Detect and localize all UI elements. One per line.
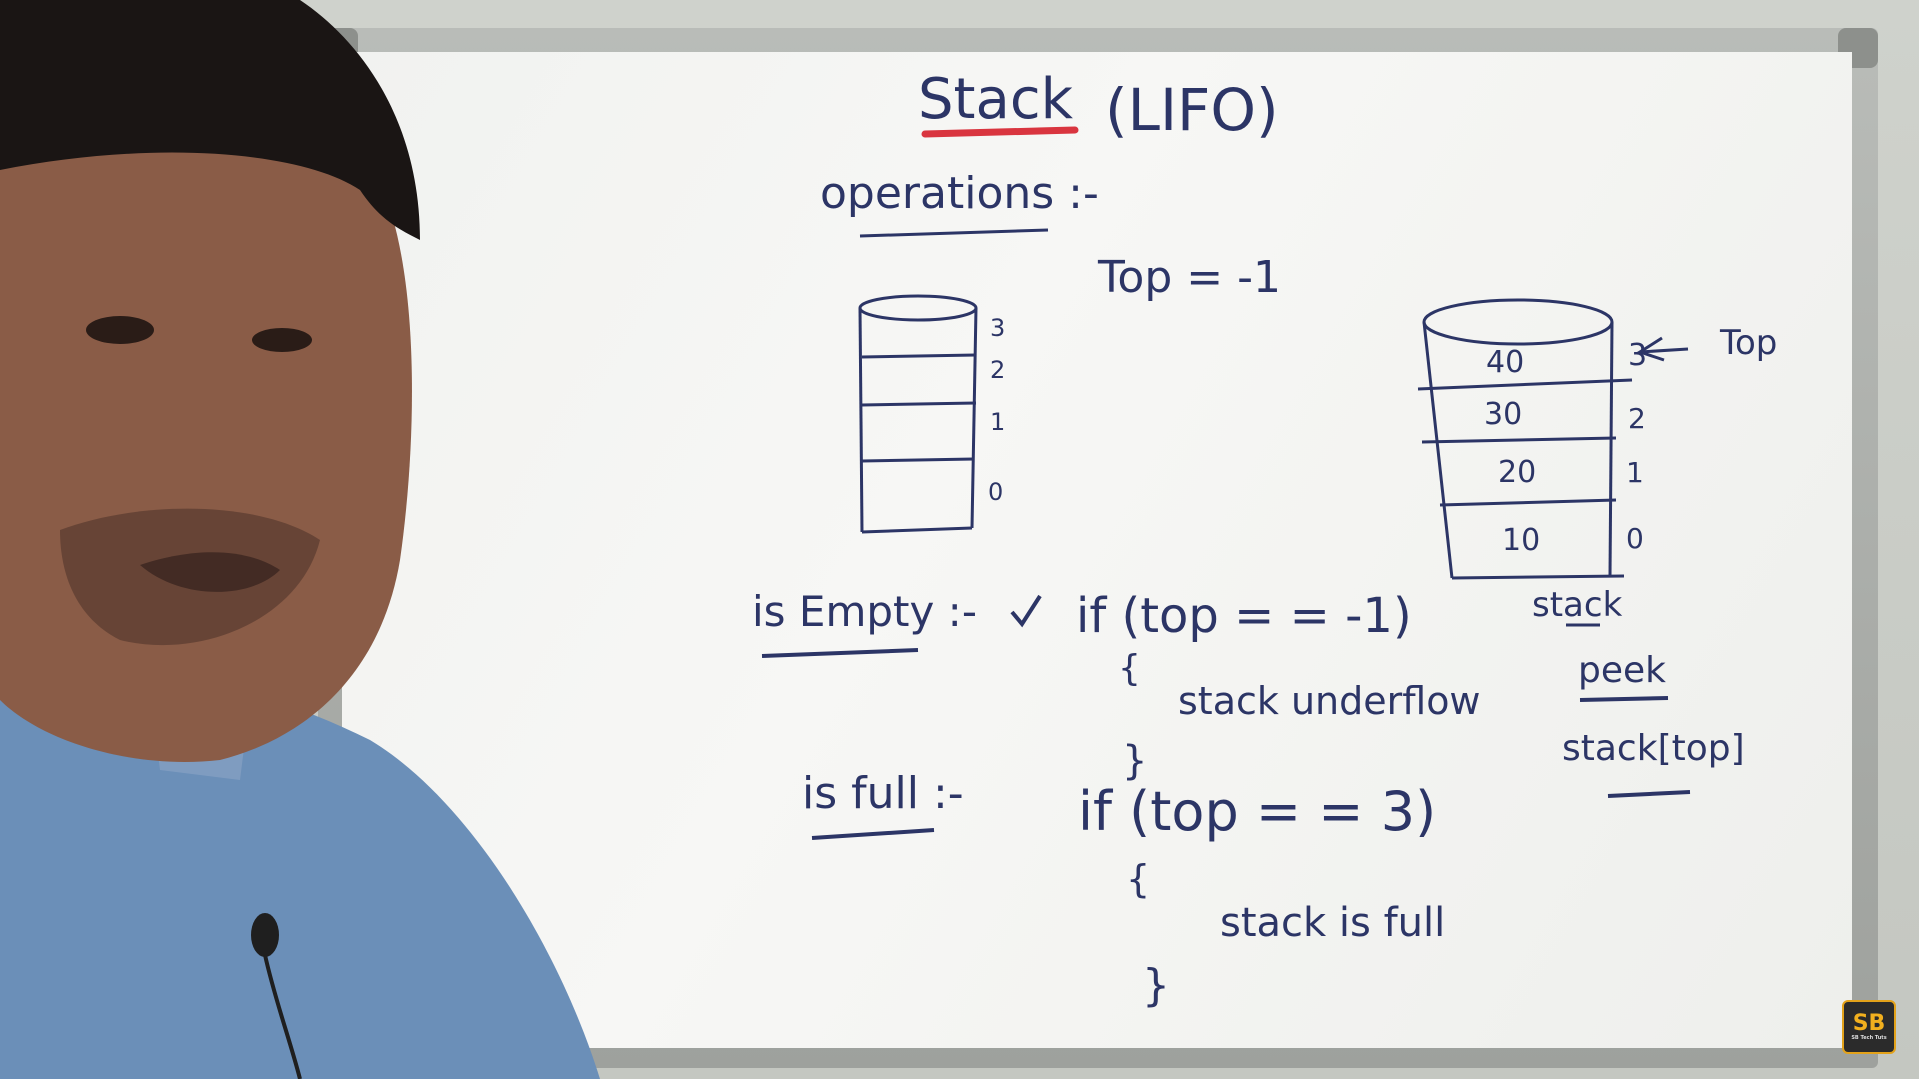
filled-stack-index: 2 [1628,402,1646,435]
presenter-beard [60,508,320,646]
is-full-label: is full :- [802,768,964,819]
filled-stack-index: 1 [1626,456,1644,489]
operations-underline [859,228,1049,238]
filled-stack-diagram [1417,298,1633,580]
empty-stack-index: 0 [988,478,1003,506]
is-full-open-brace: { [1126,857,1150,901]
top-init-text: Top = -1 [1097,252,1281,303]
is-empty-close-brace: } [1122,738,1147,784]
presenter-shirt [0,670,600,1079]
is-full-body: stack is full [1220,900,1445,946]
stack-value: 10 [1502,523,1540,558]
presenter-eye [252,328,312,352]
lapel-microphone-icon [251,913,279,957]
title-suffix-text: (LIFO) [1105,76,1279,144]
stack-value: 40 [1486,345,1524,380]
is-full-close-brace: } [1142,960,1170,1011]
presenter-hair [0,0,420,240]
empty-stack-index: 1 [990,408,1005,436]
is-empty-body: stack underflow [1178,679,1481,723]
logo-subtext: SB Tech Tuts [1851,1035,1887,1041]
filled-stack-caption: stack [1532,585,1623,625]
presenter-face [0,86,412,762]
filled-stack-index: 3 [1628,338,1647,373]
is-empty-condition: if (top = = -1) [1076,588,1412,644]
presenter-eye [86,316,154,344]
filled-stack-index: 0 [1626,522,1644,555]
is-empty-label: is Empty :- [752,587,977,636]
empty-stack-index: 3 [990,314,1005,342]
title-underline [921,126,1079,138]
checkmark-icon [1010,594,1042,628]
microphone-cable [263,954,302,1079]
is-full-underline [811,828,935,840]
top-pointer-label: Top [1719,323,1777,363]
channel-logo: SB SB Tech Tuts [1842,1000,1896,1054]
empty-stack-diagram [858,294,978,534]
peek-underline [1579,696,1669,702]
peek-expr: stack[top] [1562,728,1745,769]
peek-label: peek [1578,650,1666,691]
top-pointer-arrowhead [1636,336,1665,362]
peek-expr-underline [1607,790,1691,798]
presenter [0,0,600,1079]
stack-value: 30 [1484,397,1522,432]
is-empty-open-brace: { [1118,648,1141,689]
is-full-condition: if (top = = 3) [1078,780,1436,843]
title-text: Stack [918,67,1074,132]
stack-value: 20 [1498,455,1536,490]
logo-text: SB [1852,1011,1886,1036]
is-empty-underline [761,648,919,658]
operations-heading: operations :- [820,168,1099,219]
empty-stack-index: 2 [990,356,1005,384]
whiteboard [342,52,1852,1048]
top-pointer-arrow [1639,347,1689,354]
